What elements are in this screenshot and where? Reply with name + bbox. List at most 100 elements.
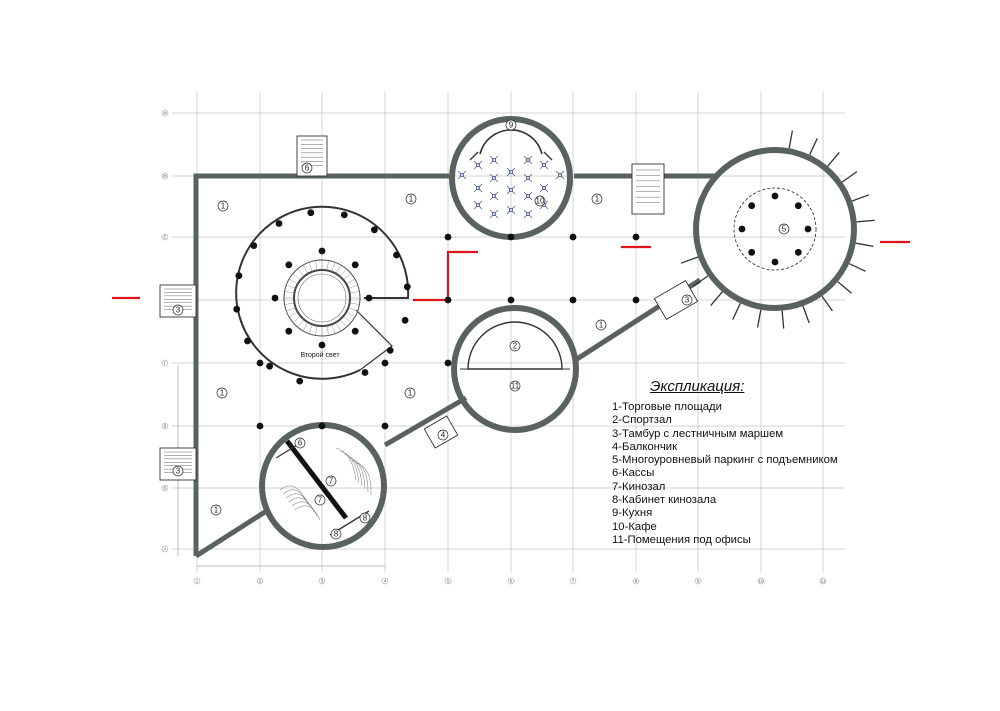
room-number-label: 6 [298,439,303,448]
column [318,422,326,430]
room-number-label: 5 [782,225,787,234]
spiral-step [339,268,347,277]
cafe-table [523,209,533,219]
grid-axis-label: И [163,110,166,115]
column [371,226,378,234]
cinema-seat-row [291,501,318,517]
spiral-step [315,325,318,336]
room-number-label: 1 [599,321,604,330]
spiral-step [292,315,301,323]
column [632,296,640,304]
spiral-step [302,322,309,331]
room-number-label: 1 [221,202,226,211]
spiral-step [284,302,295,305]
structural-columns [233,192,812,430]
grid-axis-label: 9 [697,578,700,583]
spiral-step [289,278,298,285]
parking-rib [855,242,874,248]
room-number-label: 10 [536,197,545,206]
column [444,296,452,304]
parking-rib [821,295,833,312]
column [748,248,756,256]
grid-axis-marker [193,577,201,585]
legend-item: 11-Помещения под офисы [612,533,751,546]
grid-axis-label: Г [164,360,167,365]
legend-item: 2-Спортзал [612,414,672,427]
column [275,220,283,227]
grid-axis-label: Е [163,234,166,239]
spiral-step [308,262,313,272]
column [271,294,279,302]
spiral-step [315,260,318,271]
spiral-step [331,262,336,272]
spiral-step [346,278,355,285]
column [804,225,812,233]
cinema-seat-row [355,462,372,496]
room-number-r4: 4 [437,429,449,441]
column [569,233,577,241]
spiral-step [349,302,360,305]
room-number-label: 1 [214,506,219,515]
legend-item: 6-Кассы [612,467,655,480]
room-number-label: 3 [685,296,690,305]
room-number-r7b: 7 [314,494,326,506]
column [266,362,273,370]
parking-round [680,130,875,329]
room-number-label: 1 [595,195,600,204]
room-number-r1c: 1 [591,193,603,205]
legend-item: 7-Кинозал [612,480,666,493]
parking-rib [851,194,870,202]
legend-title: Экспликация: [650,378,745,395]
spiral-step [349,291,360,294]
column [296,377,304,385]
cafe-table [473,160,483,170]
column [365,294,373,302]
room-number-r5: 5 [778,223,790,235]
column [318,247,326,255]
column [632,233,640,241]
grid-axis-marker [694,577,702,585]
room-number-label: 3 [176,306,181,315]
column [351,261,359,269]
spiral-step [292,273,301,281]
cafe-table [523,173,533,183]
cinema-seat-row [347,456,366,490]
cafe-table [555,170,565,180]
parking-rib [692,275,709,287]
room-number-label: 1 [220,389,225,398]
room-number-label: 2 [513,342,518,351]
room-number-r10: 10 [534,195,546,207]
spiral-step [346,311,355,318]
grid-axis-label: Б [164,485,167,490]
spiral-step [343,273,352,281]
column [381,422,389,430]
grid-axis-label: 1 [196,578,199,583]
room-number-label: 9 [509,121,514,130]
grid-axis-marker [507,577,515,585]
column [393,251,400,259]
parking-rib [732,303,741,320]
column [401,316,409,324]
parking-rib [849,263,866,272]
cinema-seat-row [288,497,315,513]
column [361,369,369,376]
column [403,283,411,291]
column [386,347,394,354]
column [444,233,452,241]
spiral-step [339,319,347,328]
cafe-table [473,183,483,193]
cinema-seat-row [294,505,321,521]
legend-item: 10-Кафе [612,520,657,533]
room-number-r1d: 1 [595,319,607,331]
cafe-table [523,155,533,165]
spiral-step [335,265,342,274]
grid-axis-label: Ж [163,173,168,178]
parking-rib [827,151,840,167]
grid-axis-label: 2 [259,578,262,583]
cafe-table [489,209,499,219]
cafe-table [457,170,467,180]
column [771,192,779,200]
room-number-r7a: 7 [325,475,337,487]
